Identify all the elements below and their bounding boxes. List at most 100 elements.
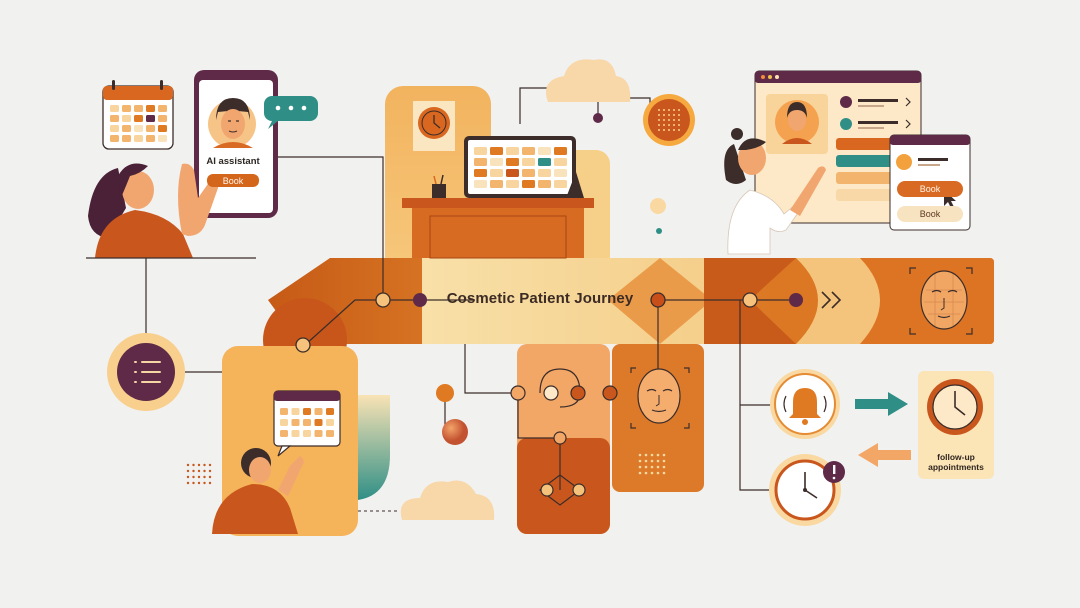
dot-pattern-left (186, 463, 212, 485)
banner-wave (796, 258, 900, 344)
node-7 (436, 384, 454, 402)
pattern-dot (673, 124, 675, 126)
tablet-schedule-grid (474, 147, 567, 188)
accent-dot-teal (656, 228, 662, 234)
man-pointing (212, 448, 304, 534)
pattern-dot (644, 471, 648, 475)
grid-cell (158, 135, 167, 142)
grid-cell (146, 125, 155, 132)
face-scan-icon (909, 267, 973, 335)
pattern-dot (208, 463, 212, 467)
grid-cell (158, 125, 167, 132)
panel-book-button-primary[interactable]: Book (897, 181, 963, 197)
grid-cell (522, 147, 535, 155)
pattern-dot (668, 119, 670, 121)
pattern-dot (644, 459, 648, 463)
pattern-dot (658, 124, 660, 126)
grid-cell (122, 115, 131, 122)
grid-cell (326, 419, 334, 426)
pattern-dot (644, 465, 648, 469)
arrow-left-icon (858, 443, 911, 467)
pattern-dot (678, 129, 680, 131)
grid-cell (110, 125, 119, 132)
pattern-dot (658, 119, 660, 121)
grid-cell (538, 158, 551, 166)
grid-cell (522, 169, 535, 177)
pattern-dot (208, 481, 212, 485)
grid-cell (326, 430, 334, 437)
pattern-dot (192, 475, 195, 479)
grid-cell (303, 419, 311, 426)
grid-cell (134, 125, 143, 132)
pattern-dot (663, 109, 665, 111)
grid-cell (490, 169, 503, 177)
pattern-dot (663, 124, 665, 126)
pattern-dot (673, 109, 675, 111)
alarm-clock-icon[interactable] (769, 454, 845, 526)
pattern-dot (203, 469, 206, 473)
pattern-dot (658, 109, 660, 111)
grid-cell (122, 135, 131, 142)
pattern-dot (203, 481, 206, 485)
follow-up-line1: follow-up (937, 452, 975, 462)
pattern-dot (638, 471, 642, 475)
pencil-cup-icon (432, 174, 446, 198)
desk-tablet[interactable] (464, 136, 584, 198)
grid-cell (506, 158, 519, 166)
grid-cell (146, 135, 155, 142)
follow-up-card[interactable] (918, 371, 994, 479)
pattern-dot (673, 119, 675, 121)
teal-wave (358, 395, 390, 500)
pattern-dot (662, 453, 666, 457)
follow-up-label: follow-up appointments (920, 452, 992, 472)
pattern-dot (673, 114, 675, 116)
woman-with-phone (88, 163, 219, 258)
pattern-dot (663, 129, 665, 131)
pattern-dot (663, 119, 665, 121)
desk (402, 198, 594, 259)
face-scan-icon-lower (630, 367, 690, 429)
node-6 (295, 337, 311, 353)
grid-cell (158, 105, 167, 112)
pattern-dot (192, 469, 195, 473)
pattern-dot (638, 453, 642, 457)
pattern-dot (638, 459, 642, 463)
pattern-dot (656, 459, 660, 463)
menu-list-icon (107, 333, 185, 411)
bell-icon[interactable] (770, 369, 840, 439)
grid-cell (146, 115, 155, 122)
grid-cell (291, 430, 300, 437)
grid-cell (522, 180, 535, 188)
pattern-dot (650, 453, 654, 457)
pattern-dot (668, 129, 670, 131)
follow-up-line2: appointments (928, 462, 984, 472)
pattern-dot (208, 469, 212, 473)
node-ball (442, 419, 468, 445)
grid-cell (291, 408, 300, 415)
arrow-right-icon (855, 392, 908, 416)
grid-cell (280, 430, 288, 437)
node-4 (742, 292, 758, 308)
grid-cell (538, 169, 551, 177)
node-5 (789, 293, 803, 307)
pattern-dot (650, 471, 654, 475)
panel-book-button-secondary[interactable]: Book (897, 206, 963, 222)
grid-cell (314, 430, 323, 437)
dot-pattern-circle (658, 109, 680, 131)
pattern-dot (658, 114, 660, 116)
lower-center-dark (517, 438, 610, 534)
chat-bubble-icon (264, 96, 318, 129)
grid-cell (303, 430, 311, 437)
grid-cell (326, 408, 334, 415)
phone-book-button[interactable]: Book (207, 174, 259, 187)
pattern-dot (662, 465, 666, 469)
grid-cell (314, 419, 323, 426)
woman-at-screen (724, 128, 826, 255)
pattern-dot (650, 465, 654, 469)
node-1 (375, 292, 391, 308)
grid-cell (522, 158, 535, 166)
grid-cell (554, 158, 567, 166)
grid-cell (146, 105, 155, 112)
grid-cell (490, 147, 503, 155)
grid-cell (474, 147, 487, 155)
